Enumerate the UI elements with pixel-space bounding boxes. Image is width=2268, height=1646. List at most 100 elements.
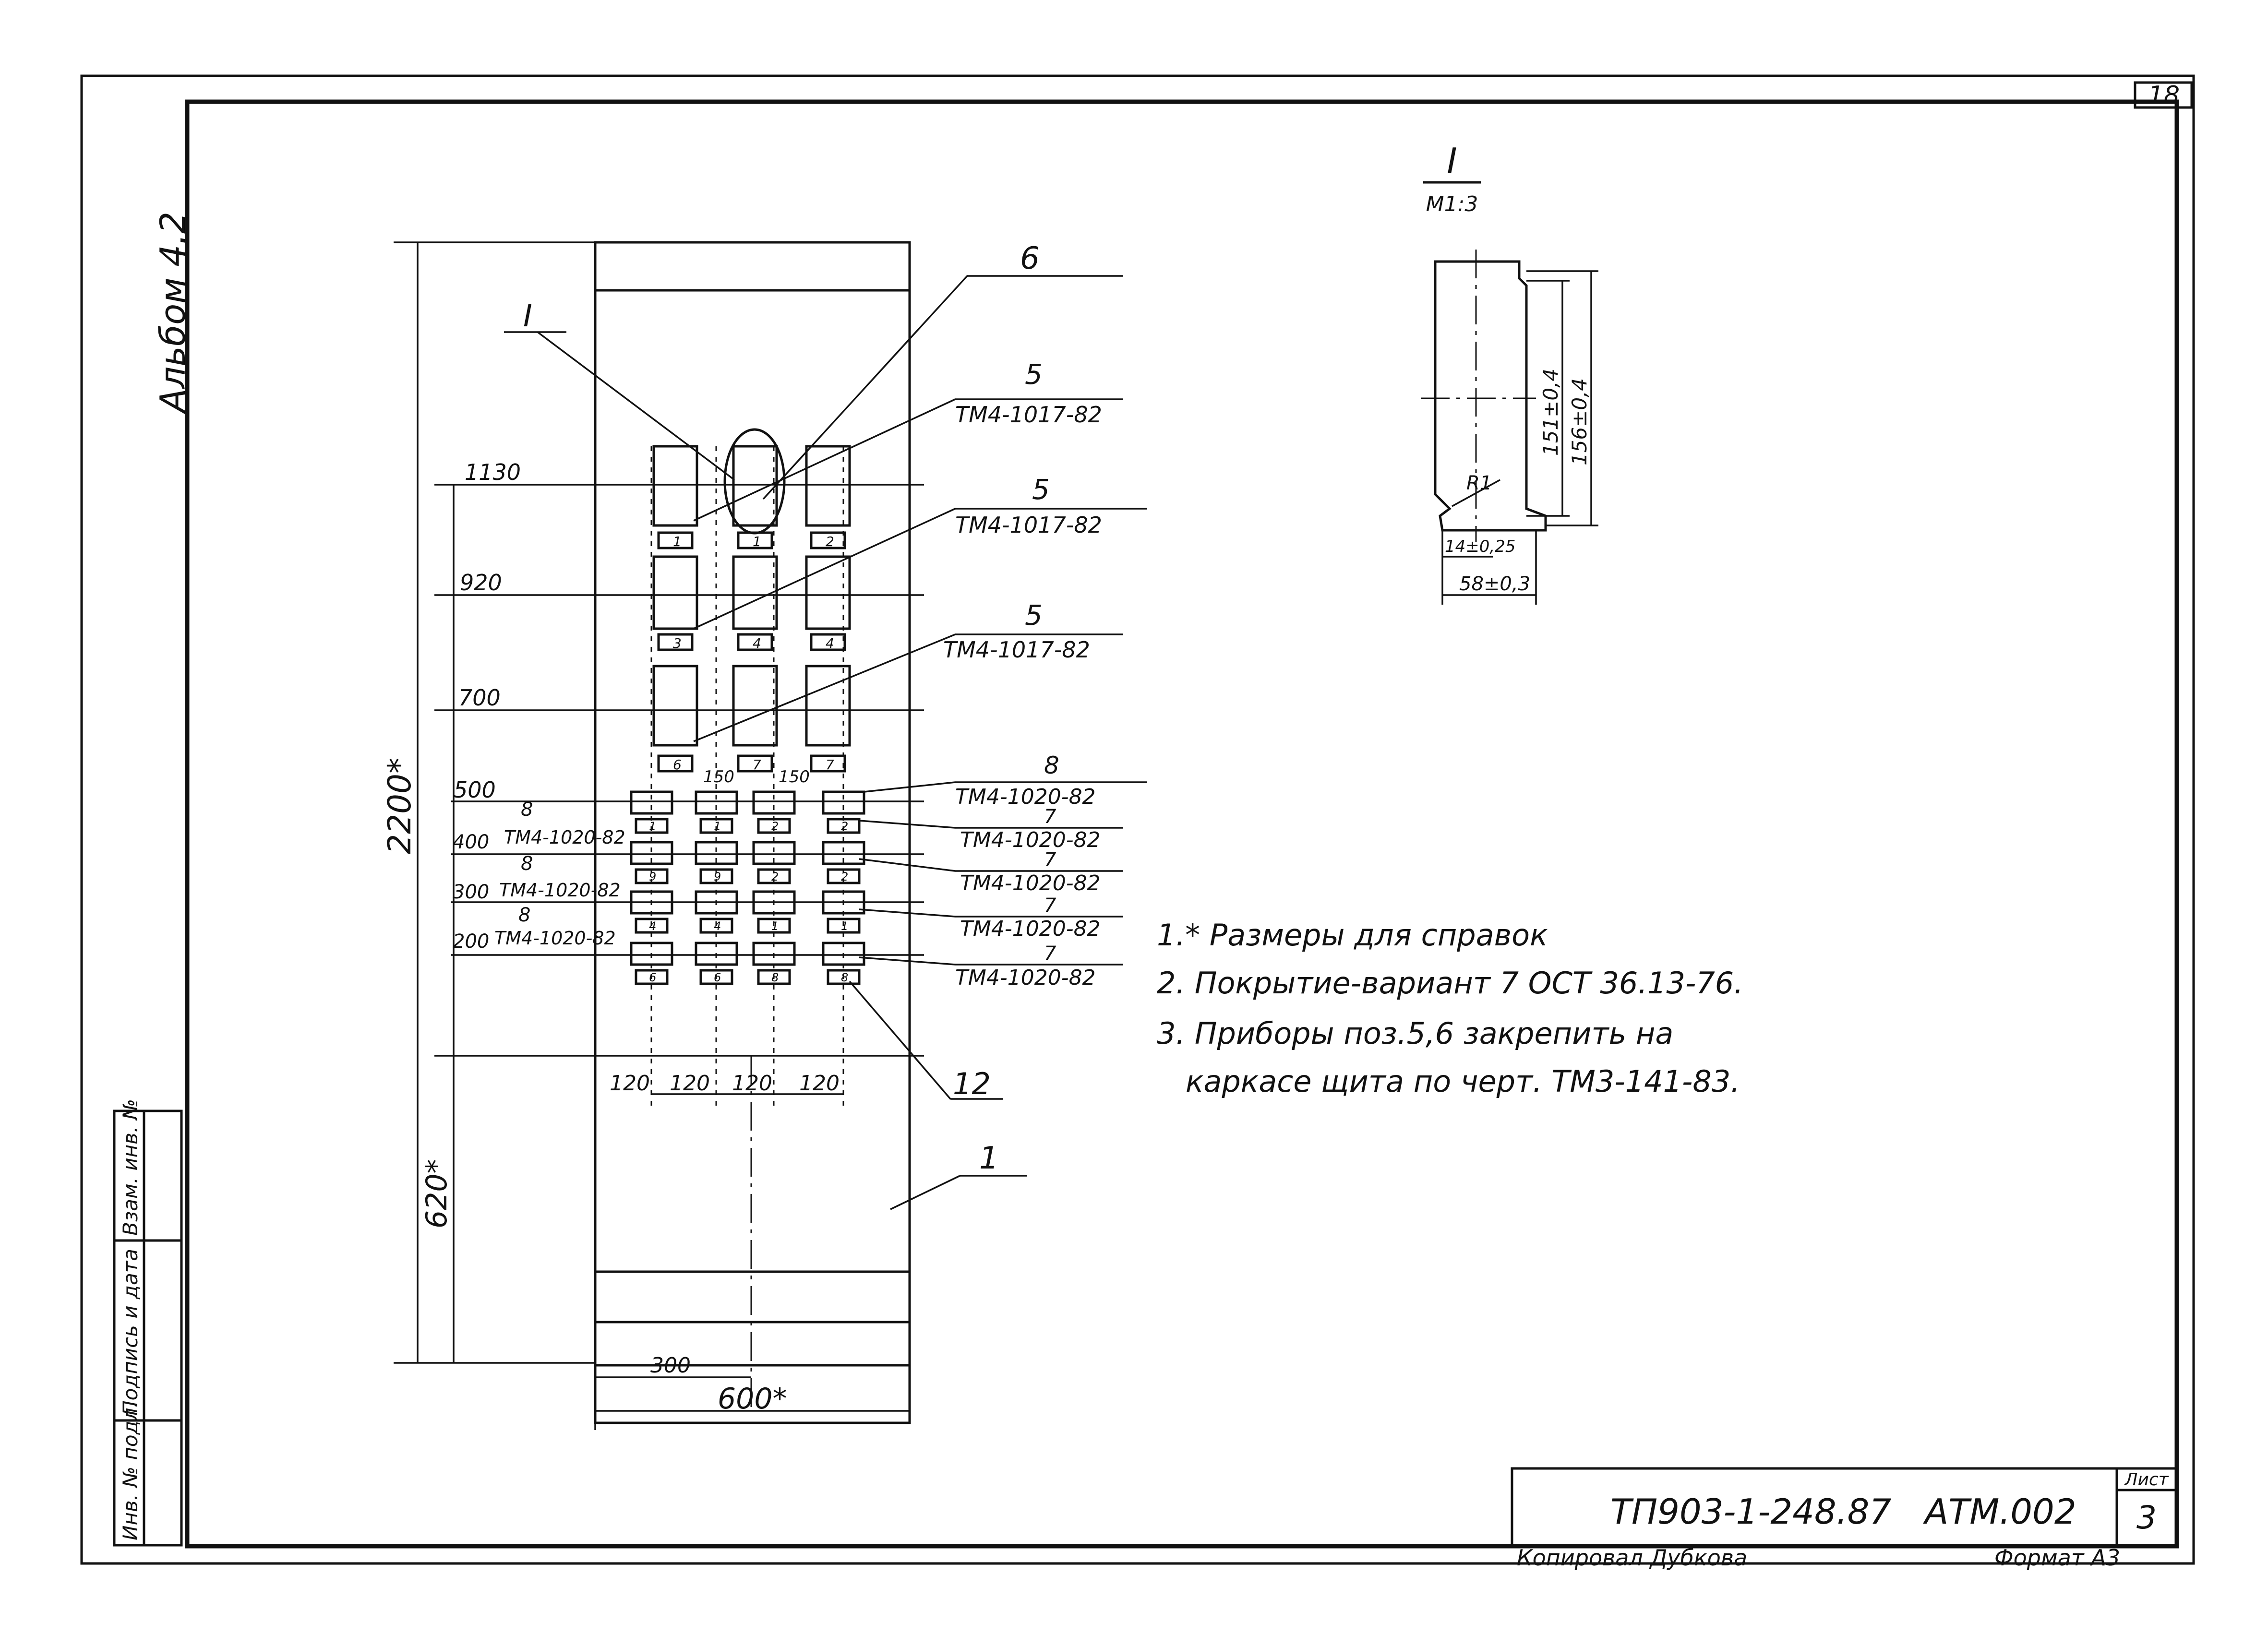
note-3-cont: каркасе щита по черт. ТМ3-141-83. bbox=[1186, 1064, 1740, 1099]
plate-r6-1: 4 bbox=[649, 919, 656, 933]
instrument-plates bbox=[657, 531, 846, 773]
level-300: 300 bbox=[453, 881, 489, 903]
dim-150-a: 150 bbox=[703, 767, 734, 787]
plate-r5-2: 9 bbox=[714, 870, 721, 883]
callout-6: 6 bbox=[1020, 241, 1040, 276]
plate-r3-1: 6 bbox=[673, 757, 682, 773]
dim-156: 156±0,4 bbox=[1568, 378, 1591, 465]
callout-tm1017-a: ТМ4-1017-82 bbox=[955, 402, 1102, 428]
callout-7d: 7 bbox=[1044, 942, 1056, 965]
stamp-replace: Взам. инв. № bbox=[119, 1099, 142, 1236]
section-mark: I bbox=[1447, 141, 1457, 181]
plate-r7-3: 8 bbox=[771, 971, 779, 984]
album-label: Альбом 4.2 bbox=[153, 212, 193, 414]
width-dimensions bbox=[594, 1376, 910, 1430]
sheet-number: 3 bbox=[2136, 1499, 2157, 1536]
profile-section bbox=[1421, 250, 1598, 605]
callout-1: 1 bbox=[979, 1141, 999, 1176]
plate-r1-1: 1 bbox=[673, 534, 682, 549]
doc-mark: АТМ.002 bbox=[1923, 1491, 2076, 1532]
leader-lines bbox=[504, 275, 1147, 1210]
dim-r1: R1 bbox=[1466, 472, 1492, 494]
plate-r5-4: 2 bbox=[841, 870, 848, 883]
page-number: 18 bbox=[2148, 81, 2180, 110]
dim-2200: 2200* bbox=[381, 758, 418, 854]
dim-14: 14±0,25 bbox=[1445, 537, 1515, 556]
plate-r4-4: 2 bbox=[841, 820, 848, 833]
plate-r7-4: 8 bbox=[841, 971, 848, 984]
column-axes bbox=[650, 446, 844, 1109]
copied-by: Копировал Дубкова bbox=[1517, 1545, 1747, 1571]
dim-300: 300 bbox=[650, 1353, 691, 1378]
stamp-sign: Подпись и дата bbox=[119, 1249, 142, 1416]
note-3: 3. Приборы поз.5,6 закрепить на bbox=[1157, 1016, 1673, 1051]
sheet-frame bbox=[80, 74, 2195, 1565]
plate-r5-3: 2 bbox=[771, 870, 779, 883]
plate-r2-2: 4 bbox=[753, 635, 761, 651]
col-dim-1: 120 bbox=[610, 1071, 650, 1096]
callout-section-mark: I bbox=[523, 298, 532, 334]
plate-r4-2: 1 bbox=[714, 820, 721, 833]
callout-7b: 7 bbox=[1044, 849, 1056, 871]
callout-8: 8 bbox=[1044, 751, 1059, 779]
callout-tm1020-3: ТМ4-1020-82 bbox=[960, 871, 1101, 895]
plate-r5-1: 9 bbox=[649, 870, 656, 883]
callout-tm1020-left-1: ТМ4-1020-82 bbox=[504, 827, 625, 848]
dim-151: 151±0,4 bbox=[1539, 369, 1562, 456]
sheet-label: Лист bbox=[2124, 1470, 2169, 1490]
callout-tm1020-1: ТМ4-1020-82 bbox=[955, 785, 1096, 809]
callout-tm1017-b: ТМ4-1017-82 bbox=[955, 512, 1102, 538]
callout-tm1020-left-2: ТМ4-1020-82 bbox=[499, 880, 621, 901]
plate-r6-2: 4 bbox=[714, 919, 721, 933]
plate-r1-2: 1 bbox=[753, 534, 761, 549]
level-920: 920 bbox=[460, 570, 502, 596]
dim-58: 58±0,3 bbox=[1459, 573, 1530, 595]
plate-r3-2: 7 bbox=[753, 757, 761, 773]
plate-r3-3: 7 bbox=[826, 757, 834, 773]
callout-tm1020-4: ТМ4-1020-82 bbox=[960, 917, 1101, 941]
note-1: 1.* Размеры для справок bbox=[1157, 918, 1548, 953]
level-400: 400 bbox=[453, 831, 489, 853]
stamp-inv: Инв. № подл. bbox=[119, 1401, 142, 1540]
plate-r2-1: 3 bbox=[673, 635, 682, 651]
note-2: 2. Покрытие-вариант 7 ОСТ 36.13-76. bbox=[1157, 966, 1743, 1001]
vertical-dimensions bbox=[394, 241, 595, 1364]
plate-r7-1: 6 bbox=[649, 971, 656, 984]
doc-code: ТП903-1-248.87 bbox=[1610, 1491, 1891, 1532]
dim-600: 600* bbox=[718, 1382, 787, 1416]
col-dim-2: 120 bbox=[670, 1071, 710, 1096]
callout-tm1020-5: ТМ4-1020-82 bbox=[955, 966, 1096, 990]
plate-r4-3: 2 bbox=[771, 820, 779, 833]
panel-outline bbox=[594, 241, 911, 1424]
plate-r6-3: 1 bbox=[771, 919, 779, 933]
callout-tm1020-left-3: ТМ4-1020-82 bbox=[494, 928, 616, 949]
plate-r7-2: 6 bbox=[714, 971, 721, 984]
level-200: 200 bbox=[453, 930, 489, 953]
left-stamp bbox=[113, 1109, 183, 1547]
level-500: 500 bbox=[454, 777, 496, 803]
callout-5a: 5 bbox=[1025, 358, 1043, 391]
callout-8-left-2: 8 bbox=[521, 853, 533, 875]
col-dim-4: 120 bbox=[799, 1071, 840, 1096]
dim-620: 620* bbox=[420, 1159, 454, 1229]
callout-7c: 7 bbox=[1044, 895, 1056, 917]
callout-7a: 7 bbox=[1044, 806, 1056, 828]
plate-r6-4: 1 bbox=[841, 919, 848, 933]
dim-150-b: 150 bbox=[779, 767, 810, 787]
callout-tm1020-2: ТМ4-1020-82 bbox=[960, 828, 1101, 852]
callout-tm1017-c: ТМ4-1017-82 bbox=[943, 637, 1090, 663]
callout-8-left-3: 8 bbox=[518, 904, 530, 926]
plate-r1-3: 2 bbox=[826, 534, 834, 549]
instruments bbox=[652, 428, 851, 747]
callout-5b: 5 bbox=[1032, 473, 1050, 506]
level-700: 700 bbox=[458, 685, 501, 711]
plate-r2-3: 4 bbox=[826, 635, 834, 651]
level-lines bbox=[434, 484, 924, 1057]
callout-5c: 5 bbox=[1025, 599, 1043, 632]
callout-12: 12 bbox=[953, 1066, 991, 1101]
title-block bbox=[1511, 1467, 2178, 1547]
section-scale: M1:3 bbox=[1426, 192, 1478, 216]
level-1130: 1130 bbox=[465, 459, 521, 485]
